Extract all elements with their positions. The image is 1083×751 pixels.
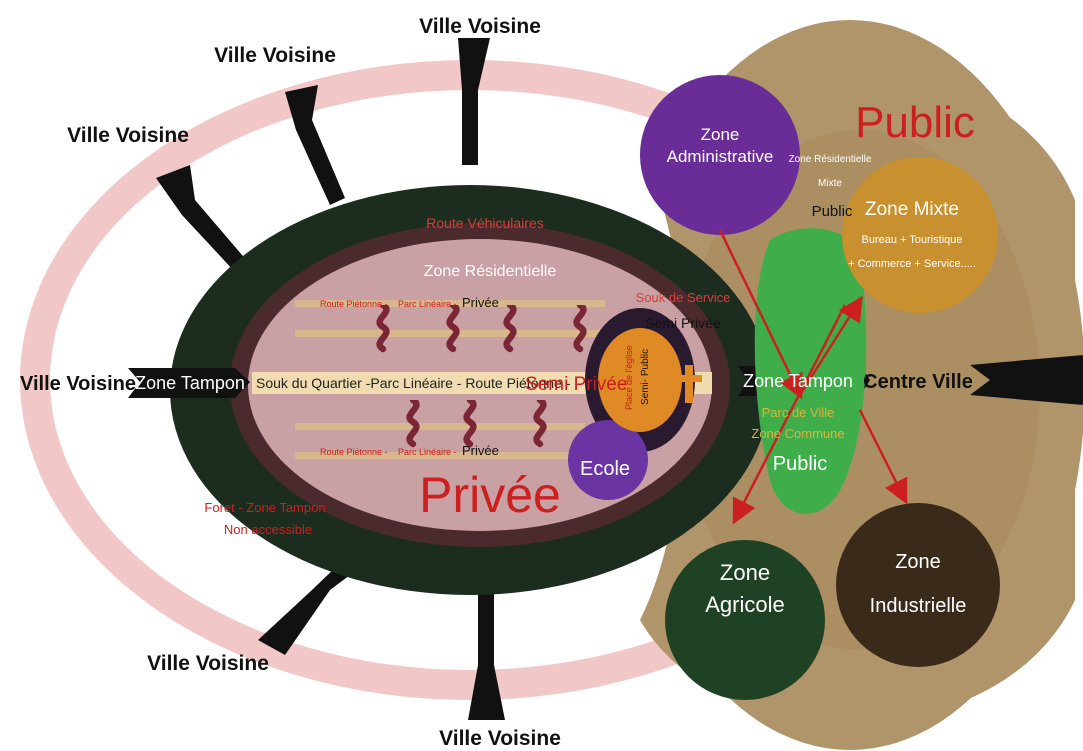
- semi-public-label: Semi- Public: [640, 349, 651, 405]
- parc-lineaire-1: Parc Linéaire -: [398, 299, 457, 309]
- ville-voisine-bottomleft: Ville Voisine: [147, 652, 269, 675]
- ville-voisine-topleft: Ville Voisine: [214, 44, 336, 67]
- ville-voisine-left-upper: Ville Voisine: [67, 124, 189, 147]
- church-cross-vertical: [685, 365, 693, 403]
- ecole-circle: [568, 420, 648, 500]
- semi-privee-service: Semi Privée: [645, 315, 721, 331]
- zone-tampon-right-label: Zone Tampon: [743, 371, 853, 391]
- souk-service-label: Souk de Service: [636, 290, 731, 305]
- zone-agricole-label-2: Agricole: [705, 592, 784, 617]
- ville-voisine-left: Ville Voisine: [20, 373, 136, 395]
- zone-tampon-left-shape: [128, 368, 250, 398]
- souk-main-label: Souk du Quartier -Parc Linéaire - Route …: [256, 375, 571, 391]
- zone-res-mixte-label-1: Zone Résidentielle: [789, 154, 872, 165]
- foret-label-2: Non accessible: [224, 522, 312, 537]
- zone-agricole-label-1: Zone: [720, 560, 770, 585]
- place-eglise: [598, 328, 682, 432]
- zone-admin-label-2: Administrative: [667, 147, 774, 166]
- public-big-label: Public: [855, 98, 975, 147]
- zone-admin-label-1: Zone: [701, 125, 740, 144]
- neighbor-roads: [156, 38, 1083, 720]
- zone-agricole: [665, 540, 825, 700]
- ville-voisine-top: Ville Voisine: [419, 15, 541, 38]
- church-cross-horizontal: [676, 375, 702, 382]
- zone-administrative: [640, 75, 800, 235]
- parc-ville-label: Parc de Ville: [762, 405, 835, 420]
- ecole-label: Ecole: [580, 458, 630, 480]
- semi-privee-main: Semi Privée: [525, 374, 627, 395]
- place-eglise-label: Place de l'église: [624, 345, 634, 410]
- foret-label-1: Foret - Zone Tampon: [204, 500, 325, 515]
- route-pietonne-1: Route Piétonne -: [320, 299, 388, 309]
- centre-ville-label: Centre Ville: [863, 371, 973, 393]
- route-vehiculaires-label: Route Véhiculaires: [426, 215, 544, 231]
- ville-voisine-bottom: Ville Voisine: [439, 727, 561, 750]
- zone-commune-label: Zone Commune: [751, 426, 844, 441]
- zone-mixte-line2: + Commerce + Service.....: [848, 258, 976, 270]
- parc-lineaire-2: Parc Linéaire -: [398, 447, 457, 457]
- zone-residentielle-label: Zone Résidentielle: [424, 263, 557, 280]
- zone-mixte-line1: Bureau + Touristique: [861, 234, 962, 246]
- privee-1: Privée: [462, 295, 499, 310]
- route-pietonne-2: Route Piétonne -: [320, 447, 388, 457]
- privee-2: Privée: [462, 443, 499, 458]
- relation-arrows: [718, 229, 908, 525]
- zone-mixte-title: Zone Mixte: [865, 199, 959, 220]
- zone-indus-label-1: Zone: [895, 551, 941, 573]
- public-small-label: Public: [812, 203, 853, 220]
- zone-industrielle: [836, 503, 1000, 667]
- zone-res-mixte-label-2: Mixte: [818, 178, 842, 189]
- zone-tampon-left-label: Zone Tampon: [135, 373, 245, 393]
- zone-indus-label-2: Industrielle: [870, 595, 967, 617]
- public-park-label: Public: [773, 453, 827, 475]
- zone-mixte: [842, 157, 998, 313]
- privee-big-label: Privée: [419, 467, 561, 523]
